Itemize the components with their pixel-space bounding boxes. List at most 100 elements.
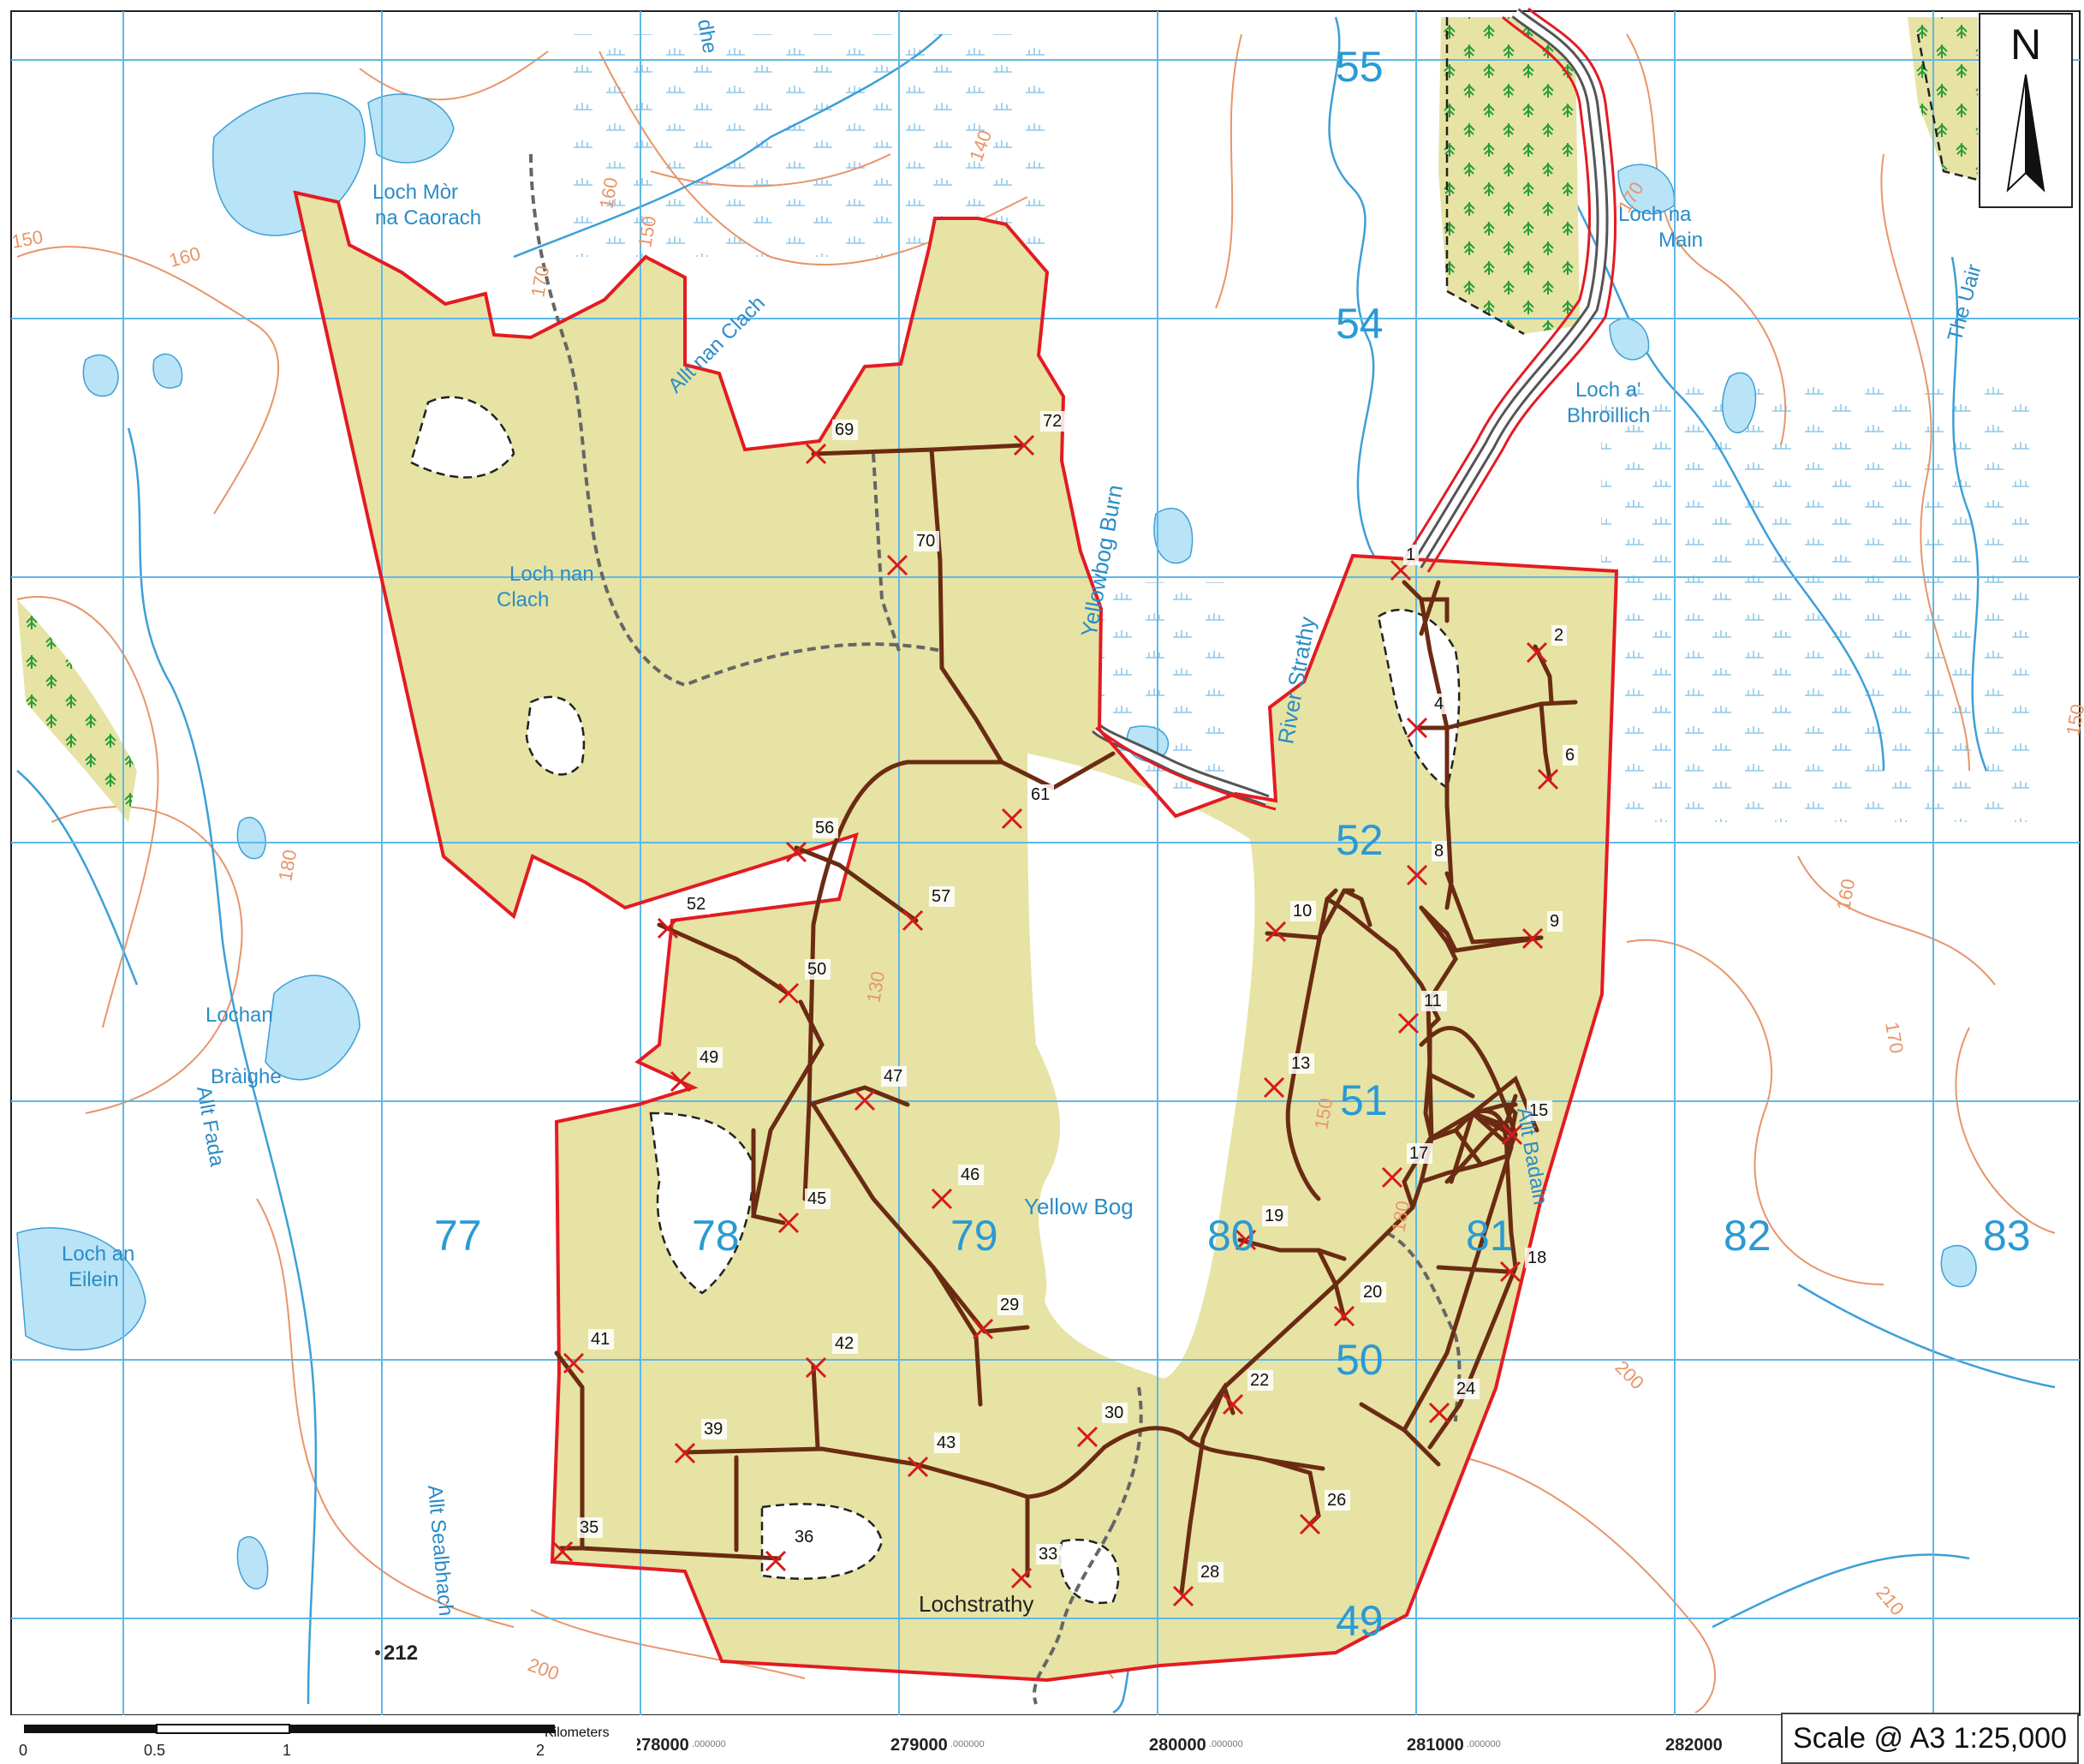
existing-tracks: [529, 153, 1462, 1705]
label-loch-na-main-2: Main: [1658, 229, 1703, 252]
turbine-label: 22: [1250, 1371, 1269, 1390]
label-lochan-braighe-2: Bràighe: [211, 1065, 282, 1088]
turbine-marker: 61: [1001, 784, 1054, 830]
turbine-label: 70: [916, 532, 935, 551]
turbine-marker: 39: [674, 1419, 727, 1464]
label-loch-mor-1: Loch Mòr: [372, 181, 458, 204]
turbine-label: 2: [1554, 626, 1563, 645]
turbine-marker: 50: [777, 959, 831, 1004]
grid-number: 51: [1340, 1076, 1388, 1124]
turbine-marker: 10: [1265, 901, 1316, 943]
scalebar-tick: 0.5: [144, 1742, 165, 1759]
turbine-label: 30: [1105, 1403, 1123, 1422]
turbine-label: 13: [1291, 1054, 1310, 1073]
easting-label: 278000: [632, 1736, 689, 1755]
grid-number: 49: [1336, 1597, 1384, 1645]
turbine-marker: 46: [931, 1165, 984, 1210]
turbine-label: 45: [807, 1189, 826, 1208]
turbine-marker: 8: [1406, 841, 1447, 886]
easting-label: 280000: [1149, 1736, 1206, 1755]
turbine-label: 17: [1409, 1144, 1428, 1163]
grid-number: 79: [950, 1212, 998, 1260]
label-loch-bhroillich-1: Loch a': [1575, 378, 1641, 402]
turbine-label: 50: [807, 960, 826, 979]
label-loch-nan-clach-1: Loch nan: [509, 563, 594, 586]
site-boundary: [293, 190, 1619, 1683]
turbine-label: 39: [704, 1420, 723, 1439]
turbine-label: 26: [1327, 1491, 1346, 1510]
grid-number: 83: [1983, 1212, 2031, 1260]
grid-lines: [11, 11, 2080, 1715]
turbine-label: 36: [795, 1528, 813, 1546]
label-yellow-bog: Yellow Bog: [1024, 1194, 1134, 1219]
easting-label: 282000: [1665, 1736, 1723, 1755]
turbine-marker: 2: [1526, 625, 1567, 664]
turbine-marker: 19: [1235, 1206, 1288, 1251]
turbine-label: 43: [937, 1433, 956, 1452]
turbine-label: 35: [580, 1518, 598, 1537]
turbine-marker: 1: [1390, 545, 1419, 581]
spot-height-marker: [375, 1650, 380, 1655]
grid-number: 54: [1336, 300, 1384, 348]
grid-number: 52: [1336, 816, 1384, 864]
turbine-label: 18: [1527, 1249, 1546, 1267]
turbine-marker: 57: [902, 886, 955, 932]
turbine-marker: 4: [1406, 694, 1447, 739]
label-loch-nan-clach-2: Clach: [497, 588, 549, 611]
turbine-marker: 28: [1172, 1562, 1224, 1607]
turbine-marker: 36: [765, 1527, 818, 1572]
grid-number: 80: [1207, 1212, 1255, 1260]
turbine-marker: 13: [1263, 1053, 1314, 1099]
turbine-marker: 35: [551, 1517, 603, 1563]
turbine-label: 15: [1529, 1101, 1548, 1120]
turbine-marker: 41: [563, 1329, 614, 1374]
turbine-label: 42: [835, 1334, 854, 1353]
turbine-marker: 20: [1333, 1282, 1386, 1327]
turbine-marker: 69: [805, 420, 858, 465]
grid-number: 55: [1336, 43, 1384, 91]
turbine-marker: 70: [886, 531, 939, 576]
turbine-marker: 30: [1076, 1403, 1128, 1448]
label-loch-an-eilein-1: Loch an: [62, 1243, 134, 1266]
turbine-label: 57: [932, 887, 950, 906]
turbine-marker: 56: [785, 818, 838, 863]
proposed-tracks: [554, 443, 1578, 1595]
turbine-label: 52: [687, 895, 706, 914]
label-lochan-braighe-1: Lochan: [205, 1004, 273, 1027]
turbine-marker: 52: [657, 894, 710, 939]
turbine-label: 69: [835, 420, 854, 439]
scalebar-unit: Kilometers: [545, 1725, 610, 1740]
turbine-marker: 18: [1499, 1248, 1551, 1283]
turbine-label: 1: [1406, 545, 1415, 564]
turbine-label: 41: [591, 1330, 610, 1349]
turbine-marker: 24: [1428, 1379, 1480, 1424]
turbine-label: 72: [1043, 412, 1062, 431]
turbine-label: 47: [884, 1067, 902, 1086]
turbine-marker: 72: [1013, 411, 1066, 456]
turbine-marker: 11: [1397, 991, 1447, 1034]
grid-number: 77: [434, 1212, 482, 1260]
svg-text:.000000: .000000: [692, 1739, 726, 1749]
turbine-marker: 45: [777, 1189, 831, 1234]
easting-label: 281000: [1407, 1736, 1464, 1755]
north-letter: N: [2010, 21, 2042, 69]
turbine-label: 29: [1000, 1296, 1019, 1314]
label-loch-bhroillich-2: Bhroillich: [1567, 404, 1650, 427]
svg-text:150: 150: [2062, 702, 2084, 737]
turbine-label: 33: [1039, 1545, 1057, 1564]
svg-text:.000000: .000000: [1209, 1739, 1243, 1749]
label-lochstrathy: Lochstrathy: [919, 1591, 1033, 1617]
turbine-label: 49: [700, 1048, 718, 1067]
grid-number: 81: [1466, 1212, 1514, 1260]
development-site: [295, 193, 1617, 1680]
turbine-label: 61: [1031, 785, 1050, 804]
public-road: [1092, 7, 1617, 811]
turbine-marker: 29: [972, 1295, 1023, 1340]
turbine-label: 6: [1565, 746, 1575, 765]
scalebar-segment: [24, 1725, 157, 1733]
turbine-label: 20: [1363, 1283, 1382, 1302]
scalebar-segment: [156, 1724, 290, 1734]
turbine-marker: 33: [1010, 1544, 1062, 1589]
turbine-marker: 43: [907, 1433, 960, 1478]
